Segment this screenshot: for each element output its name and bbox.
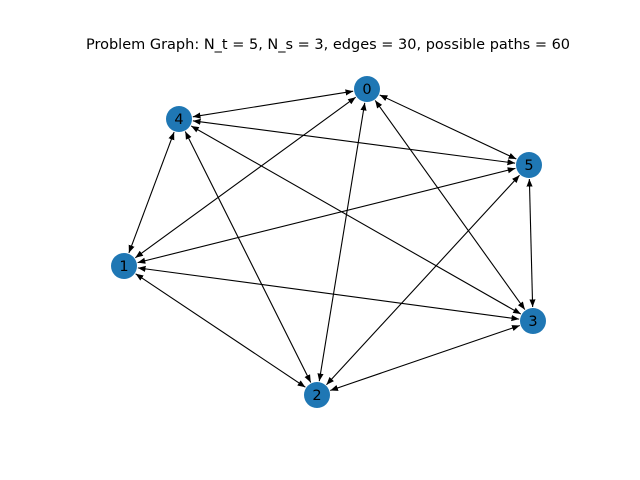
node-label: 3 [528, 314, 537, 330]
edge-4-5 [192, 118, 516, 166]
edges-layer [128, 89, 536, 391]
node-circle [354, 76, 380, 102]
node-circle [111, 253, 137, 279]
edge-2-3 [330, 325, 520, 391]
nodes-layer: 0 1 2 3 4 5 [111, 76, 546, 408]
node-3: 3 [520, 308, 546, 334]
edge-1-2 [135, 273, 306, 388]
edge-2-4 [184, 131, 312, 383]
edge-0-2 [317, 102, 367, 382]
edge-1-3 [137, 265, 520, 322]
edge-0-3 [374, 100, 526, 310]
graph-title: Problem Graph: N_t = 5, N_s = 3, edges =… [86, 37, 570, 53]
node-0: 0 [354, 76, 380, 102]
edge-0-4 [192, 89, 354, 119]
node-label: 0 [362, 82, 371, 98]
edge-0-5 [379, 94, 517, 160]
node-circle [516, 152, 542, 178]
node-circle [166, 106, 192, 132]
node-circle [304, 382, 330, 408]
node-label: 2 [312, 388, 321, 404]
edge-3-5 [526, 178, 536, 308]
node-circle [520, 308, 546, 334]
node-5: 5 [516, 152, 542, 178]
node-label: 1 [119, 259, 128, 275]
node-4: 4 [166, 106, 192, 132]
node-2: 2 [304, 382, 330, 408]
node-label: 4 [174, 112, 183, 128]
edge-2-5 [326, 174, 520, 386]
node-1: 1 [111, 253, 137, 279]
node-label: 5 [524, 158, 533, 174]
